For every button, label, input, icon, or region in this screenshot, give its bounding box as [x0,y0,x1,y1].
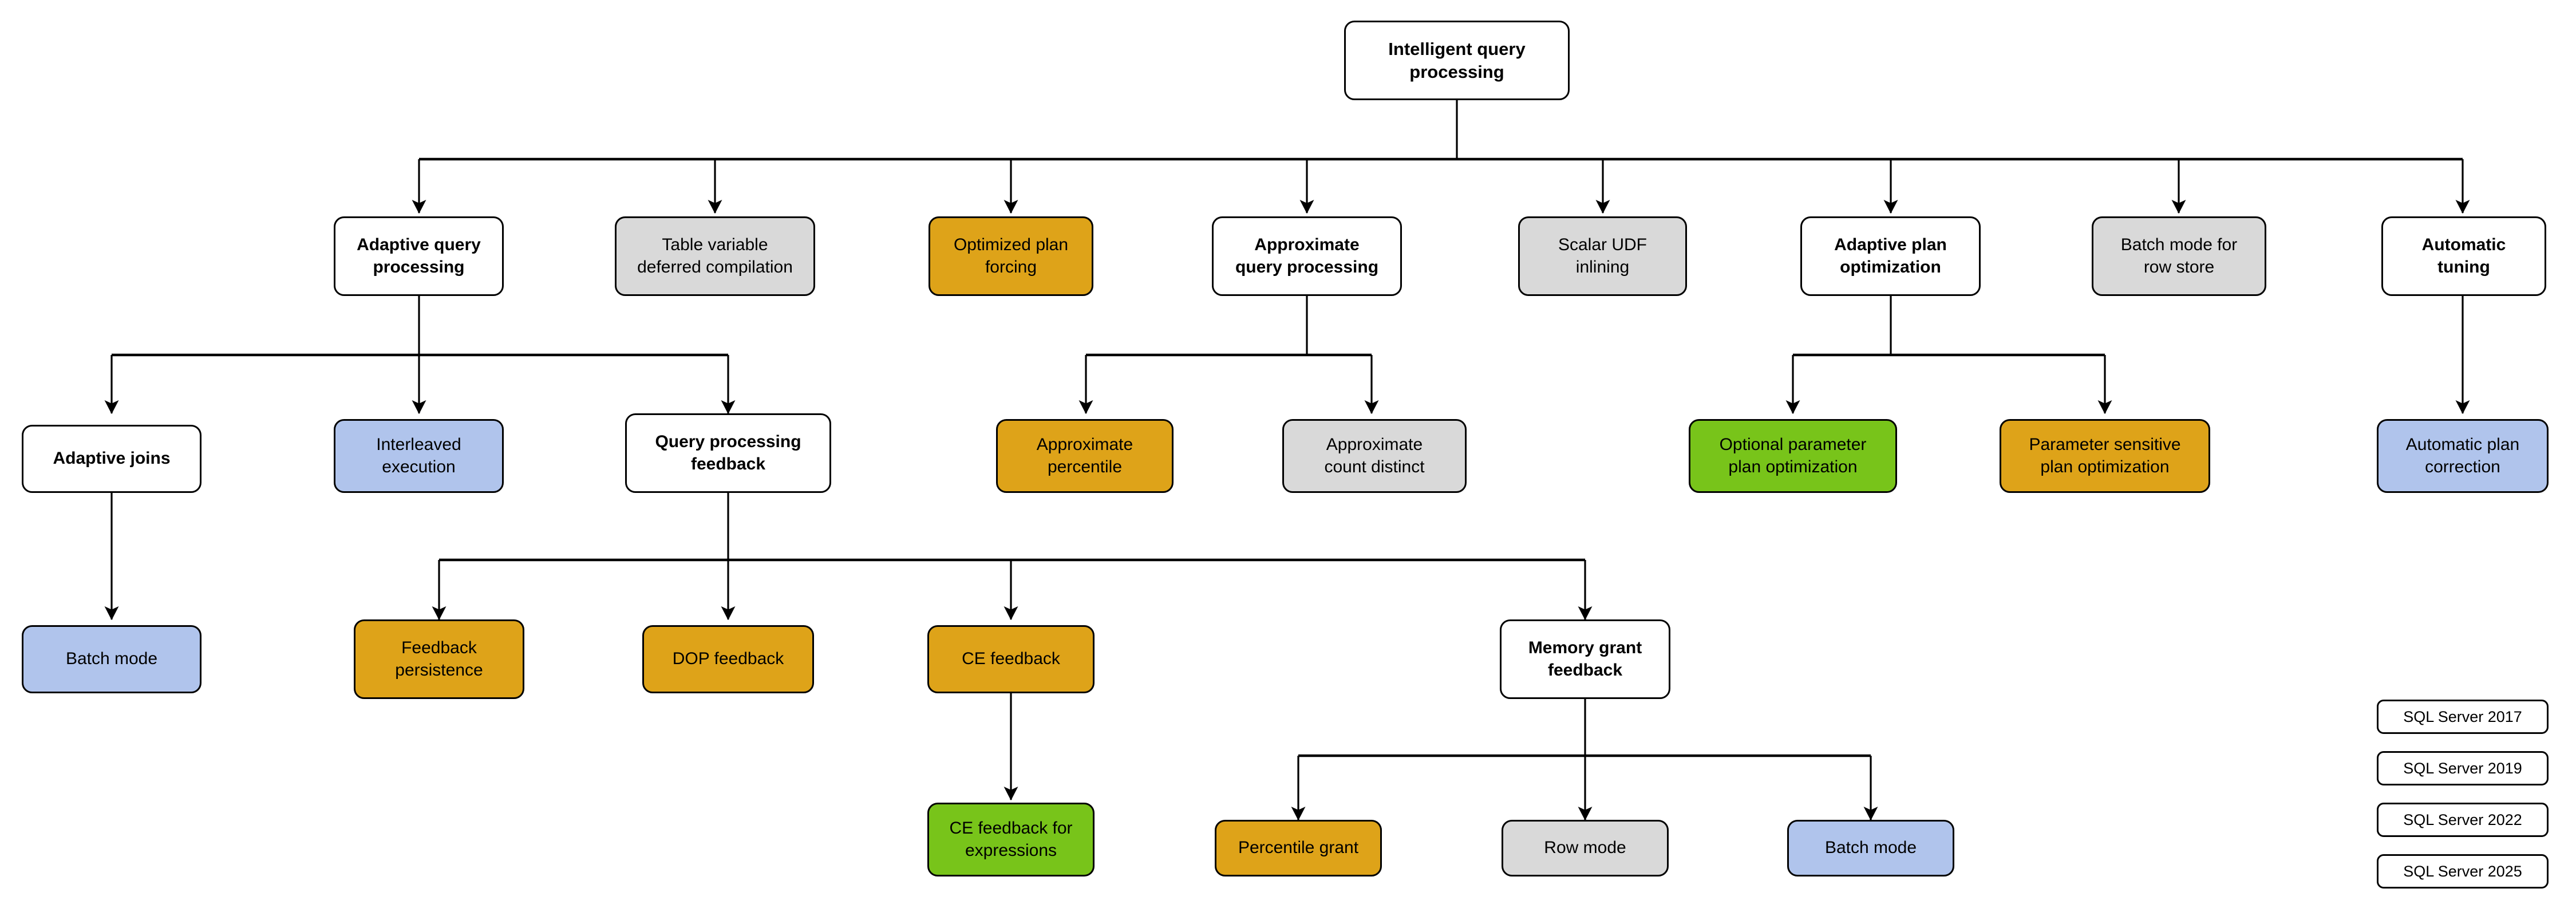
node-automatic-tuning[interactable]: Automatic tuning [2381,216,2546,296]
legend-item-sql-server-2025[interactable]: SQL Server 2025 [2377,854,2549,889]
node-scalar-udf-inlining[interactable]: Scalar UDF inlining [1518,216,1687,296]
node-approximate-query-processing[interactable]: Approximate query processing [1212,216,1402,296]
node-query-processing-feedback[interactable]: Query processing feedback [625,413,831,493]
node-row-mode[interactable]: Row mode [1502,820,1669,876]
node-approximate-percentile[interactable]: Approximate percentile [996,419,1174,493]
node-percentile-grant[interactable]: Percentile grant [1215,820,1382,876]
node-memory-grant-feedback[interactable]: Memory grant feedback [1500,619,1670,699]
node-interleaved-execution[interactable]: Interleaved execution [334,419,504,493]
node-table-variable-deferred-compilation[interactable]: Table variable deferred compilation [615,216,815,296]
node-root[interactable]: Intelligent query processing [1344,21,1570,100]
node-optimized-plan-forcing[interactable]: Optimized plan forcing [929,216,1093,296]
legend-item-sql-server-2022[interactable]: SQL Server 2022 [2377,803,2549,837]
node-ce-feedback[interactable]: CE feedback [927,625,1095,693]
node-batch-mode-memory-grant[interactable]: Batch mode [1787,820,1954,876]
node-dop-feedback[interactable]: DOP feedback [642,625,814,693]
legend-item-sql-server-2019[interactable]: SQL Server 2019 [2377,751,2549,785]
node-optional-parameter-plan-optimization[interactable]: Optional parameter plan optimization [1689,419,1897,493]
node-batch-mode-adaptive-joins[interactable]: Batch mode [22,625,202,693]
node-adaptive-joins[interactable]: Adaptive joins [22,425,202,493]
node-approximate-count-distinct[interactable]: Approximate count distinct [1282,419,1467,493]
node-parameter-sensitive-plan-optimization[interactable]: Parameter sensitive plan optimization [2000,419,2210,493]
node-ce-feedback-for-expressions[interactable]: CE feedback for expressions [927,803,1095,876]
node-adaptive-plan-optimization[interactable]: Adaptive plan optimization [1800,216,1981,296]
node-automatic-plan-correction[interactable]: Automatic plan correction [2377,419,2549,493]
legend-item-sql-server-2017[interactable]: SQL Server 2017 [2377,700,2549,734]
node-adaptive-query-processing[interactable]: Adaptive query processing [334,216,504,296]
node-batch-mode-for-row-store[interactable]: Batch mode for row store [2092,216,2266,296]
node-feedback-persistence[interactable]: Feedback persistence [354,619,524,699]
